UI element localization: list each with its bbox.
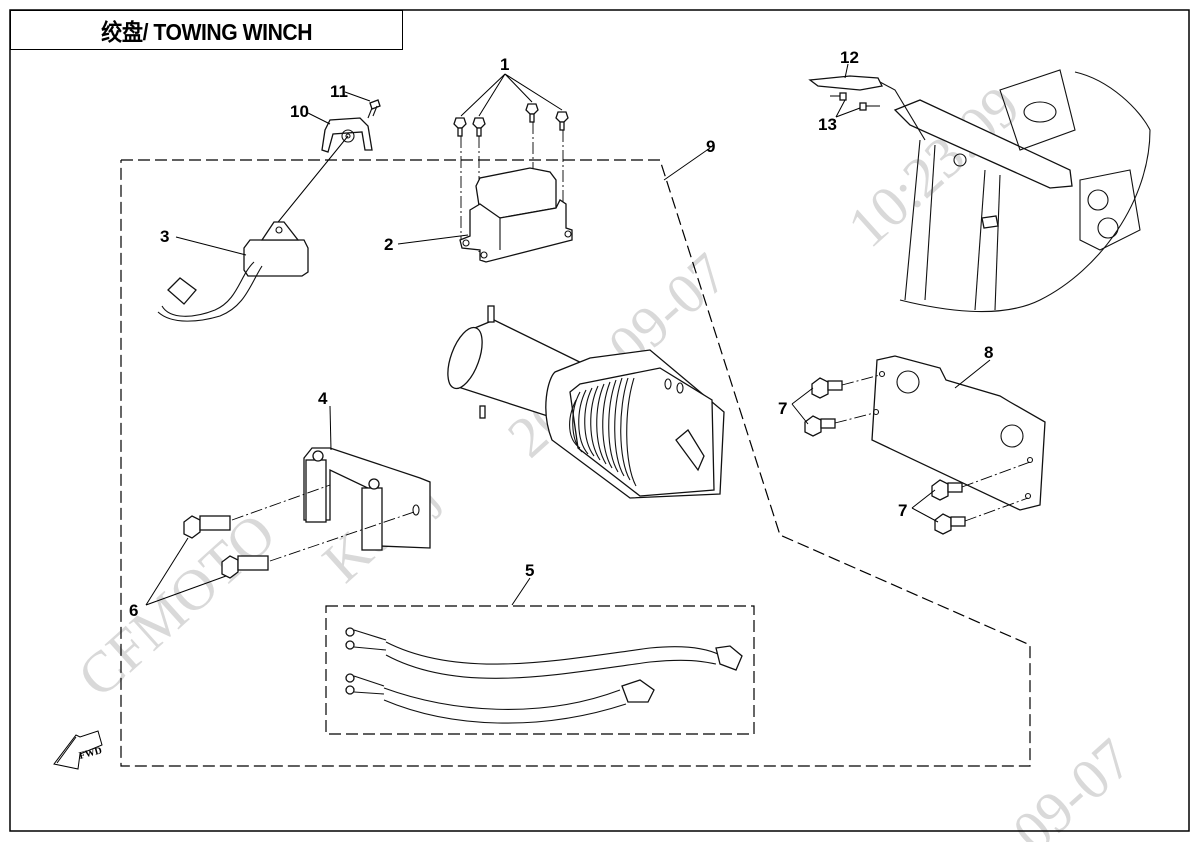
callout-7-top: 7	[778, 399, 787, 418]
relay-bolts-drawing	[453, 103, 569, 137]
leader-6a	[145, 537, 189, 606]
fwd-arrow-icon: FWD	[53, 730, 103, 770]
leader-10-3	[269, 135, 349, 233]
callout-2: 2	[384, 235, 393, 254]
leader-13a	[835, 99, 846, 118]
leader-7b	[791, 403, 809, 425]
centerline-7d	[964, 497, 1029, 522]
title-box: 绞盘/ TOWING WINCH	[10, 10, 403, 50]
leader-7d	[911, 507, 939, 523]
callout-3: 3	[160, 227, 169, 246]
watermark-brand: CFMOTO	[65, 500, 287, 709]
leader-12	[844, 63, 849, 79]
centerline-7a	[841, 374, 881, 386]
callout-5: 5	[525, 561, 534, 580]
winch-switch-drawing	[157, 221, 309, 322]
callout-8: 8	[984, 343, 993, 362]
watermark-date-fragment: 09-07	[1000, 726, 1144, 842]
winch-drawing	[447, 305, 725, 499]
centerline-7b	[834, 412, 875, 424]
cable-set-boundary	[325, 605, 755, 735]
leader-13b	[835, 107, 861, 118]
plate-bolts-drawing	[804, 377, 966, 535]
fairlead-bolts-drawing	[183, 515, 269, 579]
fairlead-drawing	[303, 447, 431, 551]
leader-2	[397, 234, 469, 245]
switch-bracket-drawing	[321, 117, 373, 153]
outer-frame	[9, 9, 1190, 832]
centerline-7c	[961, 461, 1031, 488]
leader-7c	[911, 489, 936, 509]
winch-assembly-boundary	[120, 159, 1031, 767]
callout-12: 12	[840, 48, 859, 67]
callout-10: 10	[290, 102, 309, 121]
bracket-screw-drawing	[367, 99, 381, 119]
centerline-6a	[231, 484, 331, 521]
front-bracket-drawing	[808, 75, 926, 141]
callout-6: 6	[129, 601, 138, 620]
leader-8	[954, 359, 991, 389]
leader-3	[175, 236, 247, 256]
leader-10	[307, 112, 331, 125]
leader-5	[511, 577, 531, 606]
centerline-6b	[269, 511, 415, 562]
vehicle-frame-drawing	[893, 69, 1151, 313]
leader-7a	[791, 387, 814, 405]
page-title: 绞盘/ TOWING WINCH	[101, 19, 312, 45]
callout-labels: 1 2 3 4 5 6 7 7 8 9 10 11 12 13	[129, 48, 993, 620]
leader-9	[663, 147, 711, 181]
callout-7-bottom: 7	[898, 501, 907, 520]
callout-13: 13	[818, 115, 837, 134]
bracket-nuts-drawing	[830, 92, 880, 111]
leaders-1	[460, 73, 563, 117]
leader-11	[344, 91, 371, 102]
cable-drum	[572, 377, 637, 487]
relay-drawing	[459, 167, 573, 263]
cable-set-drawing	[345, 627, 743, 724]
leader-4	[329, 405, 332, 451]
callout-1: 1	[500, 55, 509, 74]
callout-9: 9	[706, 137, 715, 156]
leader-6b	[145, 575, 227, 606]
callout-11: 11	[330, 82, 348, 101]
mounting-plate-drawing	[871, 355, 1046, 511]
callout-4: 4	[318, 389, 328, 408]
